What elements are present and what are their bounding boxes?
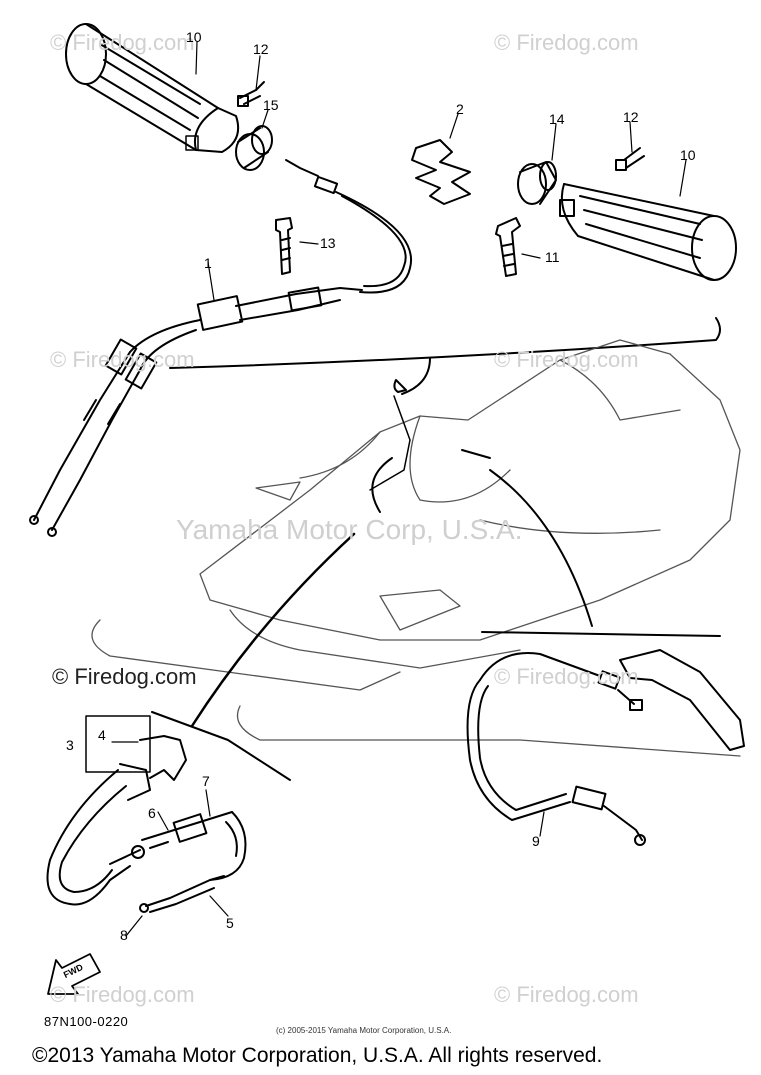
callout-5: 5 [226, 915, 234, 931]
callout-3: 3 [66, 737, 74, 753]
callout-9: 9 [532, 833, 540, 849]
switch-assembly-parts [46, 715, 247, 913]
callout-10: 10 [680, 147, 696, 163]
small-copyright: (c) 2005-2015 Yamaha Motor Corporation, … [276, 1026, 452, 1035]
callout-6: 6 [148, 805, 156, 821]
screw-part-right [615, 147, 645, 171]
callout-10: 10 [186, 29, 202, 45]
screw-part-left [237, 81, 265, 107]
left-grip-part [65, 23, 240, 153]
copyright-footer: ©2013 Yamaha Motor Corporation, U.S.A. A… [32, 1044, 603, 1067]
brake-cable-part-9 [466, 649, 745, 846]
collar-part-14 [517, 161, 557, 205]
clip-part-2 [411, 139, 471, 205]
callout-15: 15 [263, 97, 279, 113]
callout-1: 1 [204, 255, 212, 271]
fwd-arrow [47, 953, 101, 995]
callout-11: 11 [545, 249, 560, 265]
callout-12: 12 [253, 41, 269, 57]
callout-7: 7 [202, 773, 210, 789]
callout-13: 13 [320, 235, 336, 251]
callout-8: 8 [120, 927, 128, 943]
right-grip-part [559, 183, 737, 281]
callout-12: 12 [623, 109, 639, 125]
bolt-part-11 [495, 217, 521, 277]
snowmobile-outline [91, 339, 741, 757]
callout-14: 14 [549, 111, 565, 127]
throttle-cable-part-1 [29, 159, 413, 537]
collar-part-15 [235, 125, 273, 171]
diagram-code: 87N100-0220 [44, 1014, 129, 1029]
callout-4: 4 [98, 727, 106, 743]
watermark-center-text: Yamaha Motor Corp, U.S.A. [176, 514, 523, 545]
bolt-part-13 [275, 217, 293, 275]
callout-2: 2 [456, 101, 464, 117]
watermark-text: © Firedog.com [52, 664, 197, 689]
